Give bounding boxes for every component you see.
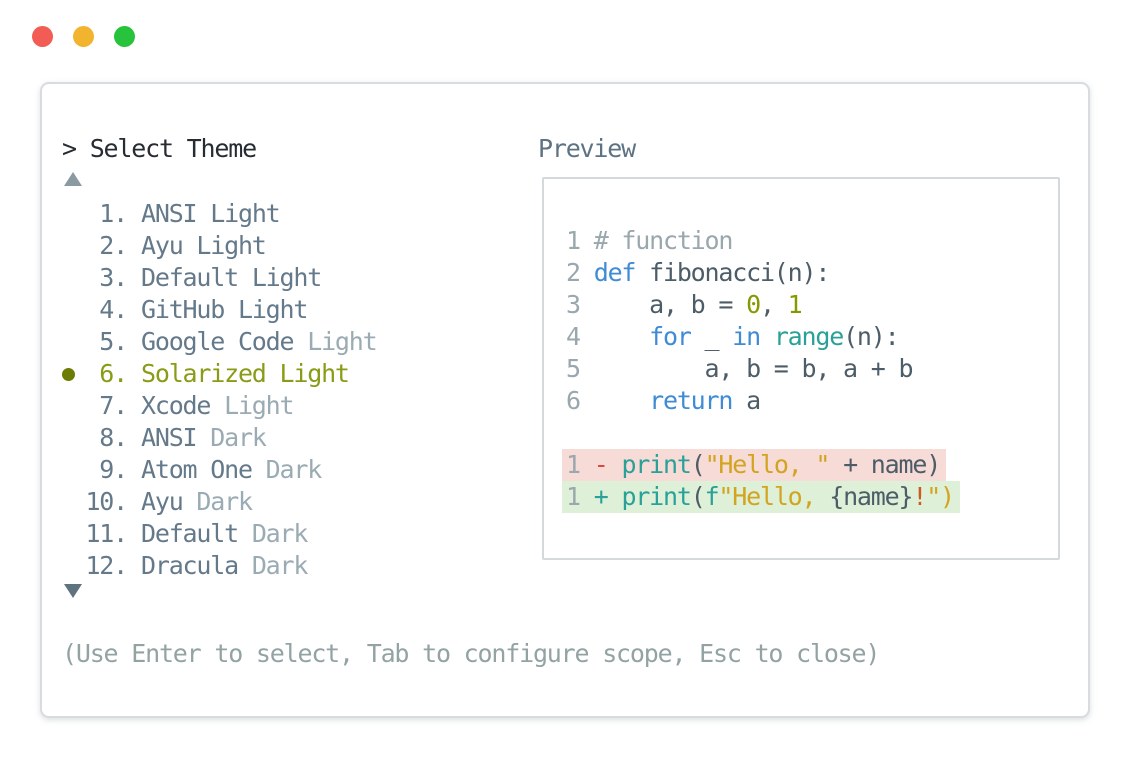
theme-variant: Light	[251, 263, 322, 292]
theme-number: 1.	[99, 199, 128, 228]
scroll-up-icon[interactable]	[64, 172, 82, 186]
theme-name: ANSI	[141, 423, 211, 452]
code-preview-pane: 1 # function 2 def fibonacci(n): 3 a, b …	[542, 177, 1060, 560]
selected-bullet-icon	[62, 368, 75, 381]
minimize-button[interactable]	[73, 26, 94, 47]
theme-name: Dracula	[141, 551, 252, 580]
theme-selector-window: > Select Theme Preview 1. ANSI Light 2. …	[40, 82, 1090, 718]
theme-number: 9.	[99, 455, 128, 484]
theme-variant: Light	[196, 231, 266, 260]
code-line: 6 return a	[566, 386, 761, 415]
theme-name: Google Code	[141, 327, 308, 356]
theme-item-atom-one-dark[interactable]: 9. Atom One Dark	[62, 454, 376, 486]
theme-number: 4.	[99, 295, 128, 324]
theme-number: 11.	[85, 519, 128, 548]
theme-variant: Dark	[210, 423, 267, 452]
theme-name: Ayu	[141, 487, 197, 516]
select-theme-prompt: > Select Theme	[62, 134, 257, 163]
theme-item-ayu-light[interactable]: 2. Ayu Light	[62, 230, 376, 262]
code-line: 1 # function	[566, 226, 733, 255]
theme-item-ayu-dark[interactable]: 10. Ayu Dark	[62, 486, 376, 518]
theme-variant: Dark	[196, 487, 253, 516]
theme-variant: Light	[279, 359, 350, 388]
theme-number: 3.	[99, 263, 128, 292]
theme-item-solarized-light[interactable]: 6. Solarized Light	[62, 358, 376, 390]
scroll-down-icon[interactable]	[64, 584, 82, 598]
theme-name: GitHub	[141, 295, 238, 324]
theme-name: ANSI	[141, 199, 211, 228]
code-line: 1 - print("Hello, " + name)	[562, 449, 1058, 481]
code-line: 1 + print(f"Hello, {name}!")	[562, 481, 1058, 513]
theme-variant: Dark	[265, 455, 323, 484]
preview-label: Preview	[538, 134, 636, 163]
theme-name: Ayu	[141, 231, 197, 260]
theme-name: Solarized	[141, 359, 280, 388]
theme-number: 12.	[85, 551, 128, 580]
theme-number: 2.	[99, 231, 128, 260]
theme-number: 8.	[99, 423, 128, 452]
theme-name: Xcode	[141, 391, 225, 420]
theme-item-dracula-dark[interactable]: 12. Dracula Dark	[62, 550, 376, 582]
theme-number: 10.	[85, 487, 128, 516]
keyboard-hint: (Use Enter to select, Tab to configure s…	[62, 639, 880, 668]
code-line: 2 def fibonacci(n):	[566, 258, 830, 287]
theme-item-default-light[interactable]: 3. Default Light	[62, 262, 376, 294]
theme-item-google-code-light[interactable]: 5. Google Code Light	[62, 326, 377, 358]
theme-item-xcode-light[interactable]: 7. Xcode Light	[62, 390, 376, 422]
theme-item-ansi-light[interactable]: 1. ANSI Light	[62, 198, 376, 230]
traffic-light-bar	[32, 26, 135, 47]
theme-variant: Light	[210, 199, 280, 228]
theme-variant: Dark	[251, 519, 309, 548]
theme-name: Default	[141, 263, 252, 292]
theme-item-default-dark[interactable]: 11. Default Dark	[62, 518, 376, 550]
theme-number: 5.	[99, 327, 128, 356]
theme-item-github-light[interactable]: 4. GitHub Light	[62, 294, 376, 326]
theme-name: Default	[141, 519, 252, 548]
theme-number: 7.	[99, 391, 128, 420]
code-line	[566, 417, 1058, 449]
theme-number: 6.	[99, 359, 128, 388]
code-line: 4 for _ in range(n):	[566, 322, 900, 351]
theme-list: 1. ANSI Light 2. Ayu Light 3. Default Li…	[62, 198, 378, 582]
theme-item-ansi-dark[interactable]: 8. ANSI Dark	[62, 422, 376, 454]
theme-variant: Light	[307, 327, 377, 356]
theme-variant: Light	[224, 391, 294, 420]
code-line: 3 a, b = 0, 1	[566, 290, 803, 319]
theme-variant: Dark	[251, 551, 309, 580]
close-button[interactable]	[32, 26, 53, 47]
theme-name: Atom One	[141, 455, 266, 484]
zoom-button[interactable]	[114, 26, 135, 47]
theme-variant: Light	[237, 295, 308, 324]
code-line: 5 a, b = b, a + b	[566, 354, 914, 383]
